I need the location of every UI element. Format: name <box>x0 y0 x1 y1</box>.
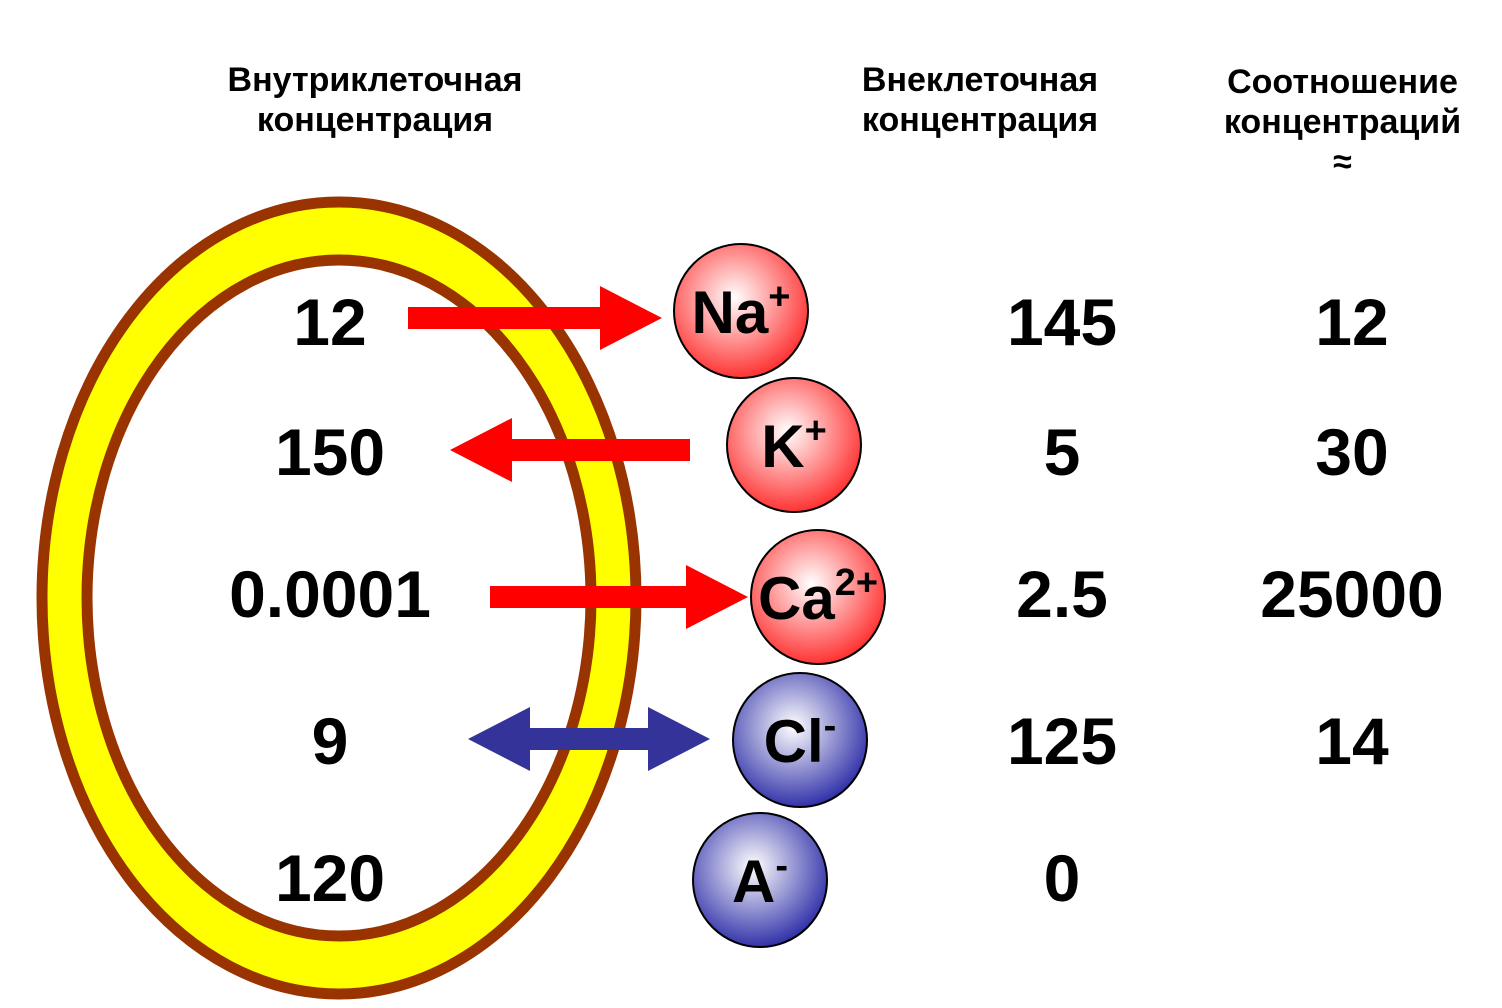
ion-label: Cl- <box>764 705 837 775</box>
arrow-na <box>408 286 662 350</box>
extracellular-header-line2: концентрация <box>861 101 1099 139</box>
ion-label: A- <box>732 845 788 915</box>
ion-cl: Cl- <box>732 672 868 808</box>
ratio-header-line1: Соотношение <box>1227 63 1458 101</box>
arrow-k <box>450 418 690 482</box>
intracellular-header-line1: Внутриклеточная <box>227 61 523 99</box>
intracellular-value-k: 150 <box>274 415 386 489</box>
extracellular-header: Внеклеточная концентрация <box>815 60 1145 140</box>
ratio-header-line2: концентраций <box>1223 103 1462 141</box>
ratio-header-approx-symbol: ≈ <box>1333 143 1352 181</box>
ion-charge: - <box>824 705 837 747</box>
ion-circle <box>750 529 886 665</box>
intracellular-value-ca: 0.0001 <box>229 557 431 631</box>
ion-circle <box>692 812 828 948</box>
transport-arrows <box>408 286 748 771</box>
intracellular-value-na: 12 <box>293 285 367 359</box>
extracellular-value-a: 0 <box>1043 841 1081 915</box>
ion-charge: + <box>805 410 827 452</box>
ratio-value-k: 30 <box>1315 415 1389 489</box>
ion-circle <box>732 672 868 808</box>
ion-circles: Na+K+Ca2+Cl-A- <box>673 243 886 948</box>
extracellular-value-k: 5 <box>1043 415 1081 489</box>
ion-ca: Ca2+ <box>750 529 886 665</box>
intracellular-header: Внутриклеточная концентрация <box>180 60 570 140</box>
ion-circle <box>726 377 862 513</box>
ion-circle <box>673 243 809 379</box>
intracellular-header-line2: концентрация <box>256 101 494 139</box>
ion-label: Ca2+ <box>758 562 878 632</box>
extracellular-value-cl: 125 <box>1006 704 1118 778</box>
ratio-value-ca: 25000 <box>1260 557 1444 631</box>
ion-charge: + <box>768 276 790 318</box>
ion-k: K+ <box>726 377 862 513</box>
cell-membrane <box>36 196 642 1000</box>
extracellular-header-line1: Внеклеточная <box>861 61 1099 99</box>
ion-symbol: Ca <box>758 565 835 632</box>
ion-label: K+ <box>761 410 827 480</box>
ion-symbol: K <box>761 413 804 480</box>
ion-a: A- <box>692 812 828 948</box>
arrow-cl <box>468 707 710 771</box>
ratio-header: Соотношение концентраций ≈ <box>1190 62 1495 182</box>
intracellular-value-cl: 9 <box>311 704 349 778</box>
extracellular-value-ca: 2.5 <box>1016 557 1108 631</box>
ion-charge: 2+ <box>835 562 878 604</box>
ion-symbol: A <box>732 848 775 915</box>
ion-label: Na+ <box>692 276 791 346</box>
extracellular-value-na: 145 <box>1006 285 1118 359</box>
ion-symbol: Na <box>692 279 769 346</box>
ion-charge: - <box>775 845 788 887</box>
arrow-ca <box>490 565 748 629</box>
intracellular-value-a: 120 <box>274 841 386 915</box>
ion-na: Na+ <box>673 243 809 379</box>
ratio-value-na: 12 <box>1315 285 1389 359</box>
ratio-value-cl: 14 <box>1315 704 1389 778</box>
ion-symbol: Cl <box>764 708 824 775</box>
